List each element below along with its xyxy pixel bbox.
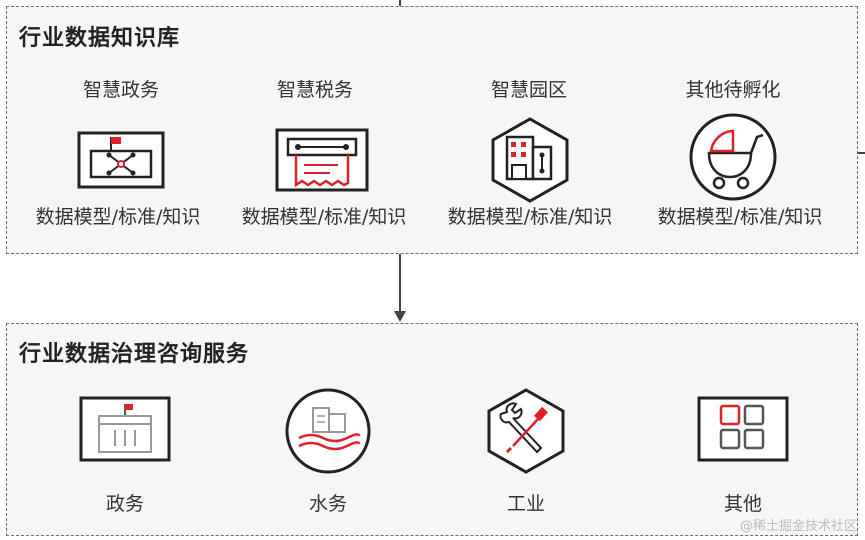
flow-arrow-line bbox=[399, 254, 401, 312]
baby-stroller-icon bbox=[687, 111, 779, 207]
knowledge-base-title: 行业数据知识库 bbox=[19, 26, 181, 51]
park-building-icon bbox=[485, 115, 575, 209]
right-connector-tick bbox=[858, 152, 865, 154]
government-building-icon bbox=[77, 394, 173, 468]
consulting-item-industry: 工业 bbox=[466, 489, 586, 516]
consulting-panel: 行业数据治理咨询服务 政务 水务 bbox=[6, 323, 858, 536]
consulting-item-label: 其他 bbox=[723, 493, 762, 515]
kb-item-sub: 数据模型/标准/知识 bbox=[241, 206, 407, 228]
kb-item-sub: 数据模型/标准/知识 bbox=[657, 206, 823, 228]
flow-arrow-head bbox=[394, 311, 406, 322]
watermark: @稀土掘金技术社区 bbox=[739, 519, 857, 534]
other-grid-icon bbox=[695, 394, 791, 468]
kb-item-label: 智慧园区 bbox=[490, 79, 567, 101]
consulting-item-other: 其他 bbox=[683, 489, 803, 516]
consulting-item-water: 水务 bbox=[268, 489, 388, 516]
consulting-item-label: 水务 bbox=[308, 493, 347, 515]
kb-item-sub: 数据模型/标准/知识 bbox=[447, 206, 613, 228]
consulting-item-gov: 政务 bbox=[65, 489, 185, 516]
kb-item-sub: 数据模型/标准/知识 bbox=[35, 206, 201, 228]
kb-item-gov-sub: 数据模型/标准/知识 bbox=[15, 202, 221, 229]
knowledge-base-panel: 行业数据知识库 智慧政务 数据模型/标准/知识 智慧税务 bbox=[6, 6, 858, 254]
government-hub-icon bbox=[73, 127, 169, 197]
kb-item-gov: 智慧政务 bbox=[31, 75, 211, 102]
kb-item-park-sub: 数据模型/标准/知识 bbox=[427, 202, 633, 229]
top-connector-line bbox=[399, 0, 401, 6]
tax-receipt-icon bbox=[272, 125, 372, 199]
consulting-item-label: 工业 bbox=[506, 493, 545, 515]
water-service-icon bbox=[283, 386, 373, 480]
kb-item-park: 智慧园区 bbox=[439, 75, 619, 102]
kb-item-other: 其他待孵化 bbox=[643, 75, 823, 102]
kb-item-other-sub: 数据模型/标准/知识 bbox=[637, 202, 843, 229]
kb-item-tax: 智慧税务 bbox=[225, 75, 405, 102]
kb-item-label: 智慧税务 bbox=[276, 79, 353, 101]
consulting-item-label: 政务 bbox=[105, 493, 144, 515]
consulting-title: 行业数据治理咨询服务 bbox=[19, 342, 250, 367]
kb-item-tax-sub: 数据模型/标准/知识 bbox=[221, 202, 427, 229]
kb-item-label: 其他待孵化 bbox=[685, 79, 781, 101]
kb-item-label: 智慧政务 bbox=[82, 79, 159, 101]
industry-tools-icon bbox=[483, 386, 569, 480]
